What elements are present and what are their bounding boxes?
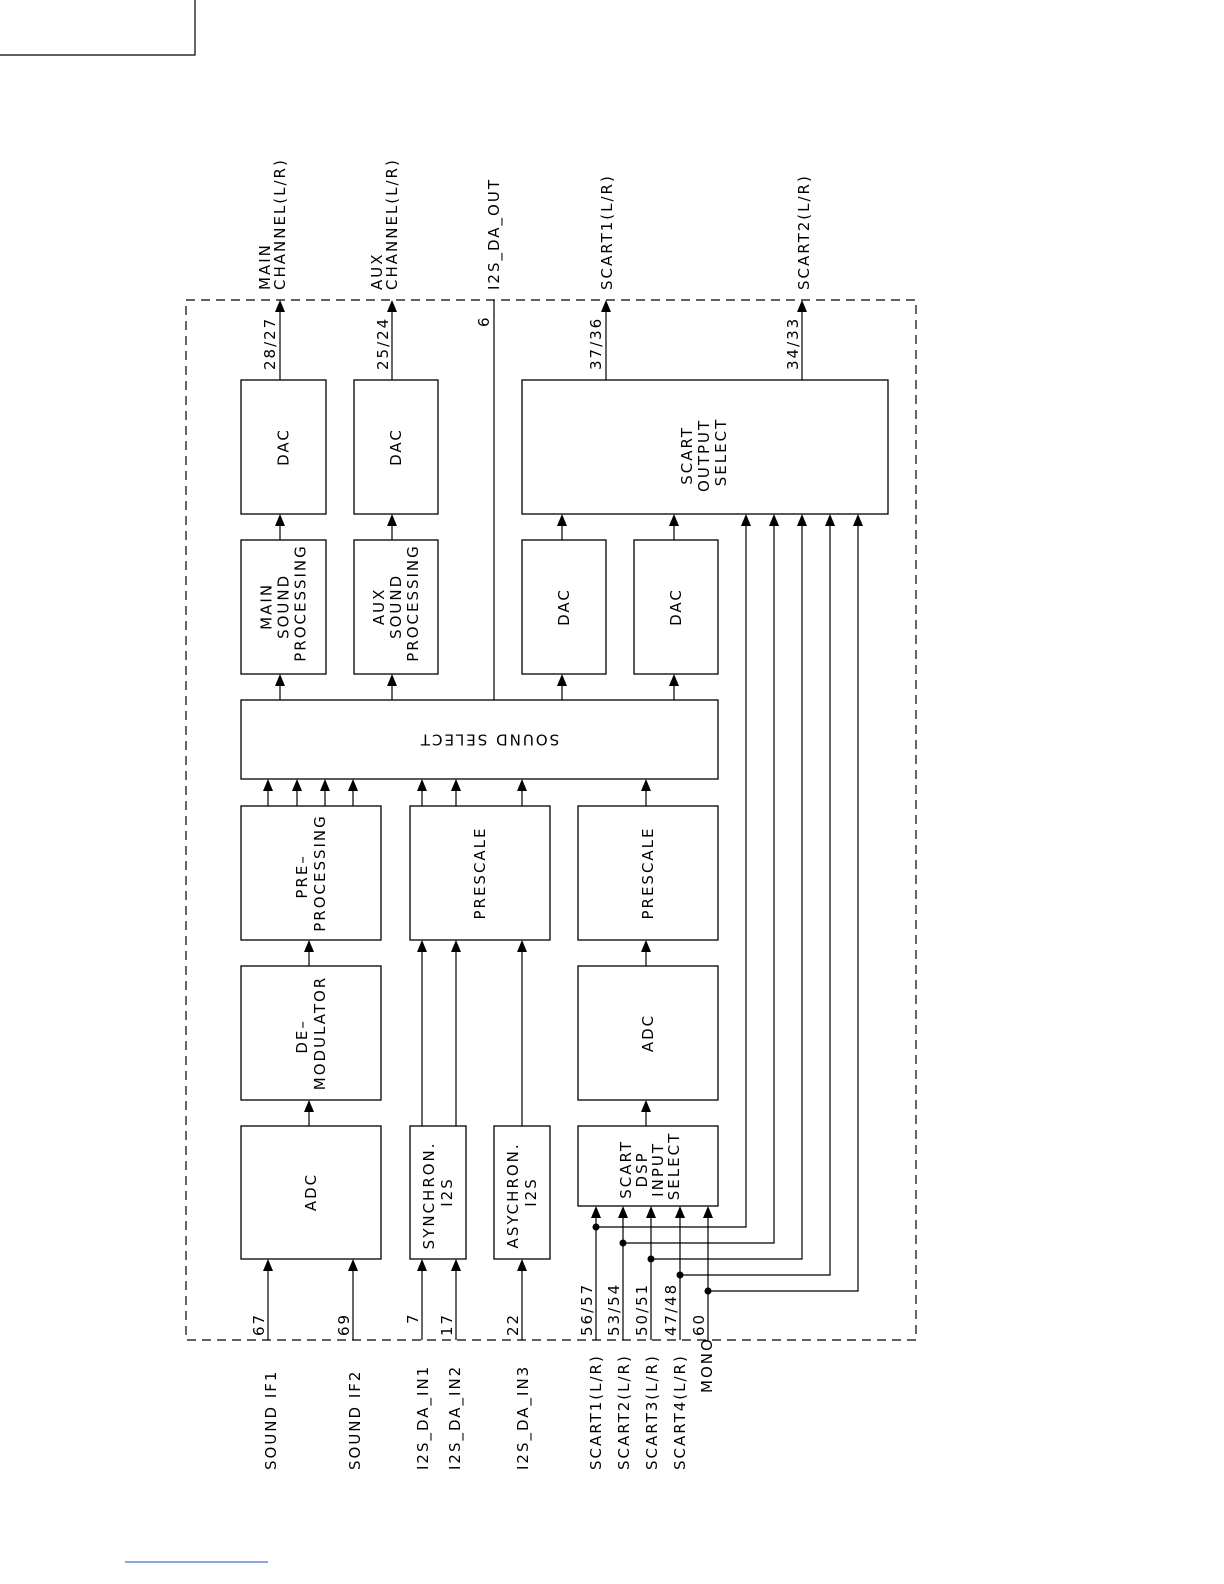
- input-pin-scart2: 53/54: [605, 1283, 623, 1336]
- i2s-da-out-label: I2S_DA_OUT: [485, 178, 504, 290]
- adc2-block: [577, 965, 719, 1101]
- sound-select-label: SOUND SELECT: [419, 731, 559, 749]
- input-pin-scart4: 47/48: [662, 1283, 680, 1336]
- input-label-mono: MONO: [698, 1337, 716, 1393]
- demodulator-block: [240, 965, 382, 1101]
- main-sound-processing-label: MAIN SOUND PROCESSING: [258, 544, 310, 662]
- scart-output-select-label: SCART OUTPUT SELECT: [678, 412, 730, 492]
- main-dac-block: [240, 379, 327, 515]
- input-label-sound-if1: SOUND IF1: [262, 1370, 280, 1470]
- main-sound-processing-block: [240, 539, 327, 675]
- adc1-block: [240, 1125, 382, 1260]
- scart1-output-label: SCART1(L/R): [598, 174, 616, 290]
- prescale2-block: [577, 805, 719, 941]
- dac4-block: [633, 539, 719, 675]
- input-pin-i2s-in3: 22: [504, 1313, 522, 1336]
- main-dac-label: DAC: [275, 428, 293, 466]
- input-pin-sound-if1: 67: [250, 1313, 268, 1336]
- scart-output-select-block: [521, 379, 889, 515]
- chip-boundary: [185, 299, 917, 1341]
- prescale1-label: PRESCALE: [471, 826, 489, 919]
- input-pin-mono: 60: [690, 1313, 708, 1336]
- dac3-label: DAC: [555, 588, 573, 626]
- page-corner-frame: [0, 0, 196, 56]
- pre-processing-block: [240, 805, 382, 941]
- input-pin-scart3: 50/51: [633, 1283, 651, 1336]
- input-pin-scart1: 56/57: [578, 1283, 596, 1336]
- scart-dsp-input-select-block: [577, 1125, 719, 1207]
- aux-sound-processing-label: AUX SOUND PROCESSING: [370, 544, 422, 662]
- scart2-output-pin: 34/33: [784, 317, 802, 370]
- aux-channel-output-label: AUX CHANNEL(L/R): [368, 158, 401, 290]
- scart1-output-pin: 37/36: [587, 317, 605, 370]
- pre-processing-label: PRE– PROCESSING: [293, 814, 329, 932]
- adc2-label: ADC: [639, 1014, 657, 1052]
- aux-dac-block: [353, 379, 439, 515]
- i2s-out-pin: 6: [475, 315, 493, 327]
- aux-sound-processing-block: [353, 539, 439, 675]
- input-label-i2s-in3: I2S_DA_IN3: [514, 1365, 533, 1470]
- input-label-scart1: SCART1(L/R): [587, 1354, 605, 1470]
- dac3-block: [521, 539, 607, 675]
- main-channel-output-label: MAIN CHANNEL(L/R): [256, 158, 289, 290]
- scart-dsp-input-select-label: SCART DSP INPUT SELECT: [617, 1132, 683, 1200]
- synchron-i2s-label: SYNCHRON. I2S: [420, 1135, 456, 1250]
- aux-dac-label: DAC: [387, 428, 405, 466]
- input-pin-i2s-in2: 17: [438, 1313, 456, 1336]
- dac4-label: DAC: [667, 588, 685, 626]
- input-label-scart4: SCART4(L/R): [671, 1354, 689, 1470]
- prescale1-block: [409, 805, 551, 941]
- prescale2-label: PRESCALE: [639, 826, 657, 919]
- input-label-i2s-in2: I2S_DA_IN2: [446, 1365, 465, 1470]
- main-output-pin: 28/27: [261, 317, 279, 370]
- asychron-i2s-label: ASYCHRON. I2S: [504, 1136, 540, 1249]
- input-pin-sound-if2: 69: [335, 1313, 353, 1336]
- input-label-scart2: SCART2(L/R): [615, 1354, 633, 1470]
- input-label-i2s-in1: I2S_DA_IN1: [414, 1365, 433, 1470]
- demodulator-label: DE– MODULATOR: [293, 976, 329, 1090]
- aux-output-pin: 25/24: [374, 317, 392, 370]
- sound-select-block: [240, 699, 719, 780]
- scart2-output-label: SCART2(L/R): [795, 174, 813, 290]
- input-label-sound-if2: SOUND IF2: [346, 1370, 364, 1470]
- input-pin-i2s-in1: 7: [404, 1312, 422, 1324]
- input-label-scart3: SCART3(L/R): [643, 1354, 661, 1470]
- adc1-label: ADC: [302, 1173, 320, 1211]
- synchron-i2s-block: [409, 1125, 467, 1260]
